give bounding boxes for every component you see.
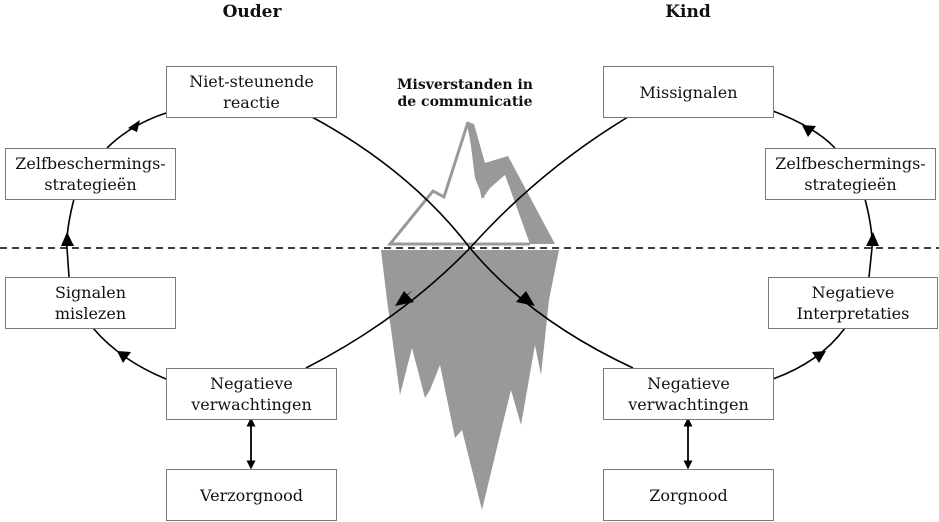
box-child-need: Zorgnood <box>603 469 774 521</box>
box-text-line: Zelfbeschermings- <box>15 154 166 173</box>
box-parent-self-protection: Zelfbeschermings-strategieën <box>5 148 176 200</box>
box-text-line: Interpretaties <box>796 304 910 323</box>
header-child: Kind <box>665 2 711 22</box>
arrow-head-child-2 <box>866 232 879 246</box>
caption-line-2: de communicatie <box>397 94 533 110</box>
box-text-line: Negatieve <box>647 374 730 393</box>
box-text-line: verwachtingen <box>191 395 312 414</box>
arrow-head-child-3 <box>812 351 826 363</box>
header-parent: Ouder <box>222 2 282 22</box>
box-child-self-protection: Zelfbeschermings-strategieën <box>765 148 936 200</box>
iceberg-underwater <box>381 250 559 510</box>
box-text-line: Niet-steunende <box>189 72 314 91</box>
arrow-head-parent-3 <box>117 351 131 363</box>
iceberg-outline-inner <box>466 121 485 199</box>
iceberg-shadow <box>468 122 555 244</box>
box-text-line: Negatieve <box>210 374 293 393</box>
box-parent-negative-expectations: Negatieve verwachtingen <box>166 368 337 420</box>
box-text-line: mislezen <box>54 304 127 323</box>
box-text-line: Verzorgnood <box>200 485 303 505</box>
iceberg-outline <box>386 121 530 246</box>
box-text-line: reactie <box>223 93 280 112</box>
arc-child-missignals-selfprot <box>772 110 836 149</box>
box-text-line: verwachtingen <box>628 395 749 414</box>
box-text-line: strategieën <box>44 175 137 194</box>
arc-child-selfprot-interpretations <box>864 198 873 278</box>
box-text-line: strategieën <box>804 175 897 194</box>
arrow-head-cross-left <box>395 291 414 306</box>
box-text-line: Zorgnood <box>649 485 728 505</box>
arrow-head-parent-1 <box>128 120 140 132</box>
arrow-head-child-1 <box>802 125 816 137</box>
box-text-line: Zelfbeschermings- <box>775 154 926 173</box>
connector-child-missignals-to-parent-expectations <box>305 116 629 369</box>
arc-child-expectations-interpretations <box>772 327 846 380</box>
box-parent-need: Verzorgnood <box>166 469 337 521</box>
box-text-line: Missignalen <box>639 82 738 102</box>
arrow-head-parent-2 <box>61 232 74 246</box>
arc-parent-selfprot-signals <box>66 198 75 278</box>
box-child-missignals: Missignalen <box>603 66 774 118</box>
box-text-line: Negatieve <box>811 283 895 302</box>
caption-line-1: Misverstanden in <box>397 77 533 93</box>
box-parent-non-supportive-reaction: Niet-steunende reactie <box>166 66 337 118</box>
box-parent-misreading-signals: Signalen mislezen <box>5 277 176 329</box>
box-child-negative-expectations: Negatieve verwachtingen <box>603 368 774 420</box>
arrow-head-cross-right <box>516 291 535 306</box>
iceberg-caption: Misverstanden in de communicatie <box>375 77 555 111</box>
box-text-line: Signalen <box>54 283 127 302</box>
